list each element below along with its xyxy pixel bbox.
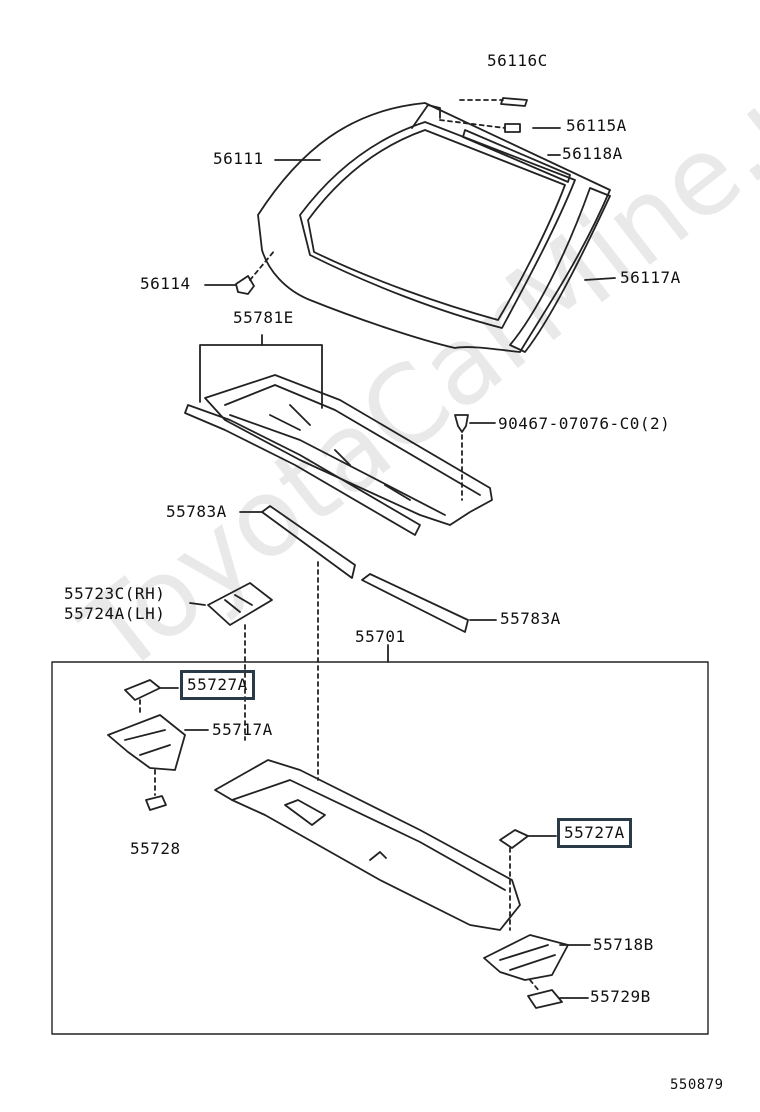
moulding-top-left [411,104,441,129]
label-55729b[interactable]: 55729B [590,987,651,1006]
label-56114[interactable]: 56114 [140,274,191,293]
label-55783a-left[interactable]: 55783A [166,502,227,521]
part-56116c-shape [500,97,528,107]
label-55727a-right[interactable]: 55727A [557,818,632,848]
label-55718b[interactable]: 55718B [593,935,654,954]
label-56111[interactable]: 56111 [213,149,264,168]
diagram-number: 550879 [670,1077,724,1093]
moulding-right [509,187,611,353]
seal-55783a-right [361,573,469,633]
part-56114-shape [235,275,255,295]
label-56115a[interactable]: 56115A [566,116,627,135]
label-55728[interactable]: 55728 [130,839,181,858]
label-55783a-right[interactable]: 55783A [500,609,561,628]
part-55723c-shape [207,582,273,626]
label-56117a[interactable]: 56117A [620,268,681,287]
part-55718b-shape [483,934,569,981]
windshield-inner-2 [307,129,566,321]
part-55727a-top-shape [124,679,161,701]
label-55724a[interactable]: 55724A(LH) [64,604,166,623]
assembly-box [51,661,709,1035]
cowl-panel [214,759,521,931]
seal-strip [184,404,421,536]
label-55717a[interactable]: 55717A [212,720,273,739]
label-55701[interactable]: 55701 [355,627,406,646]
seal-55783a-left [261,505,356,579]
label-56116c[interactable]: 56116C [487,51,548,70]
clip-90467-shape [454,414,469,433]
part-56115a-shape [504,123,521,133]
label-55723c[interactable]: 55723C(RH) [64,584,166,603]
windshield-glass [257,102,611,353]
part-55727a-right-shape [499,829,529,849]
windshield-inner [299,121,576,329]
part-55717a-shape [107,714,186,771]
label-55727a-top[interactable]: 55727A [180,670,255,700]
label-90467[interactable]: 90467-07076-C0(2) [498,414,671,433]
part-55728-shape [145,795,167,811]
label-56118a[interactable]: 56118A [562,144,623,163]
part-55729b-shape [527,989,563,1009]
moulding-top [462,129,571,183]
cowl-louver [204,374,493,526]
label-55781e[interactable]: 55781E [233,308,294,327]
